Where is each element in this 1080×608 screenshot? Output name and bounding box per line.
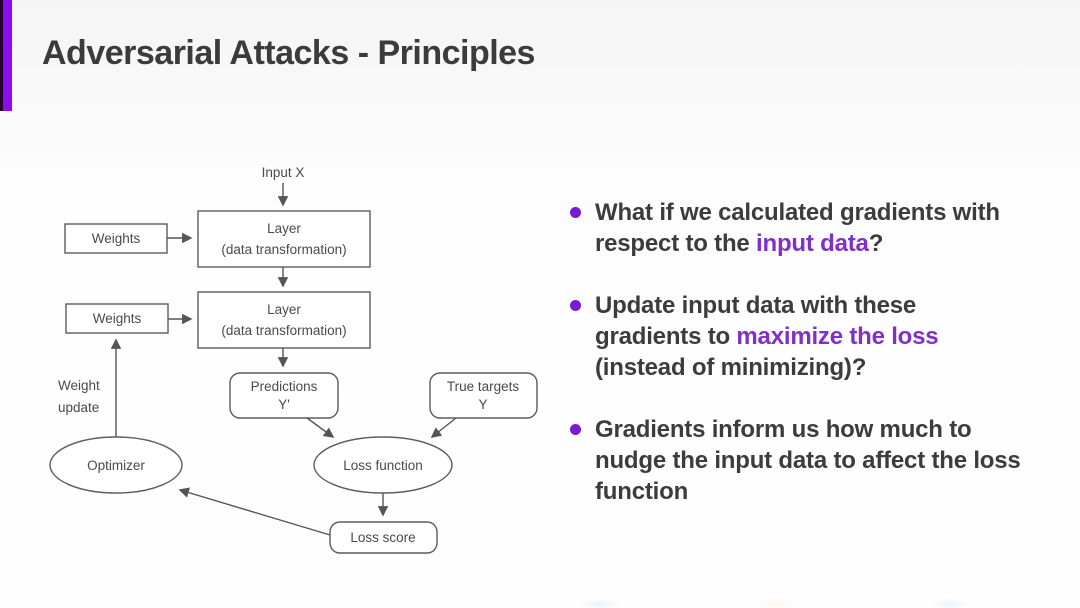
- bullet-item-2: Update input data with these gradients t…: [566, 290, 1038, 383]
- bullet-dot: [570, 207, 581, 218]
- bullet-2-accent-text: maximize the loss: [736, 323, 939, 350]
- layer2-label-line1: Layer: [267, 302, 301, 317]
- weights-top-label: Weights: [92, 231, 141, 246]
- bullet-1-segment-3: ?: [868, 230, 884, 257]
- weights-bottom-label: Weights: [93, 311, 142, 326]
- bullet-text-3: Gradients inform us how much to nudge th…: [595, 414, 1027, 507]
- bullet-2-segment-3: (instead of minimizing)?: [595, 354, 867, 381]
- bullet-dot: [570, 424, 581, 435]
- loss-score-label: Loss score: [350, 530, 415, 545]
- layer1-label-line1: Layer: [267, 221, 301, 236]
- bullet-list: What if we calculated gradients with res…: [566, 197, 1038, 538]
- weights-box-bottom: Weights: [65, 303, 169, 334]
- loss-score-box: Loss score: [329, 521, 438, 554]
- loss-function-label: Loss function: [343, 458, 423, 473]
- bottom-edge-artifact: [0, 596, 1080, 608]
- bullet-text-2: Update input data with these gradients t…: [595, 290, 1027, 383]
- bullet-item-3: Gradients inform us how much to nudge th…: [566, 414, 1038, 507]
- predictions-box: Predictions Y': [229, 372, 339, 419]
- bullet-1-segment-1: What if we calculated gradients with res…: [595, 199, 1000, 257]
- training-loop-diagram: Input X Layer (data transformation) Weig…: [49, 165, 538, 554]
- weight-update-line1: Weight: [58, 378, 100, 393]
- bullet-text-1: What if we calculated gradients with res…: [595, 197, 1027, 259]
- bullet-2-segment-1: Update input data with these gradients t…: [595, 292, 917, 350]
- layer1-label-line2: (data transformation): [221, 242, 346, 257]
- layer-box-1: Layer (data transformation): [197, 210, 371, 268]
- input-x-label: Input X: [262, 165, 305, 180]
- predictions-label-line1: Predictions: [251, 379, 318, 394]
- true-targets-label-line2: Y: [478, 397, 487, 412]
- bullet-3-segment-1: Gradients inform us how much to nudge th…: [595, 416, 1021, 505]
- weight-update-line2: update: [58, 400, 99, 415]
- predictions-label-line2: Y': [278, 397, 290, 412]
- accent-bar: [0, 0, 12, 111]
- true-targets-box: True targets Y: [429, 372, 538, 419]
- weights-box-top: Weights: [64, 223, 168, 254]
- layer-box-2: Layer (data transformation): [197, 291, 371, 349]
- bullet-1-accent-text: input data: [756, 230, 869, 257]
- optimizer-ellipse: Optimizer: [49, 436, 183, 494]
- bullet-item-1: What if we calculated gradients with res…: [566, 197, 1038, 259]
- bullet-dot: [570, 300, 581, 311]
- flow-arrows: [110, 183, 457, 536]
- layer2-label-line2: (data transformation): [221, 323, 346, 338]
- slide-title: Adversarial Attacks - Principles: [42, 34, 535, 72]
- optimizer-label: Optimizer: [87, 458, 145, 473]
- weight-update-label: Weight update: [58, 378, 100, 415]
- loss-function-ellipse: Loss function: [313, 436, 453, 494]
- true-targets-label-line1: True targets: [447, 379, 520, 394]
